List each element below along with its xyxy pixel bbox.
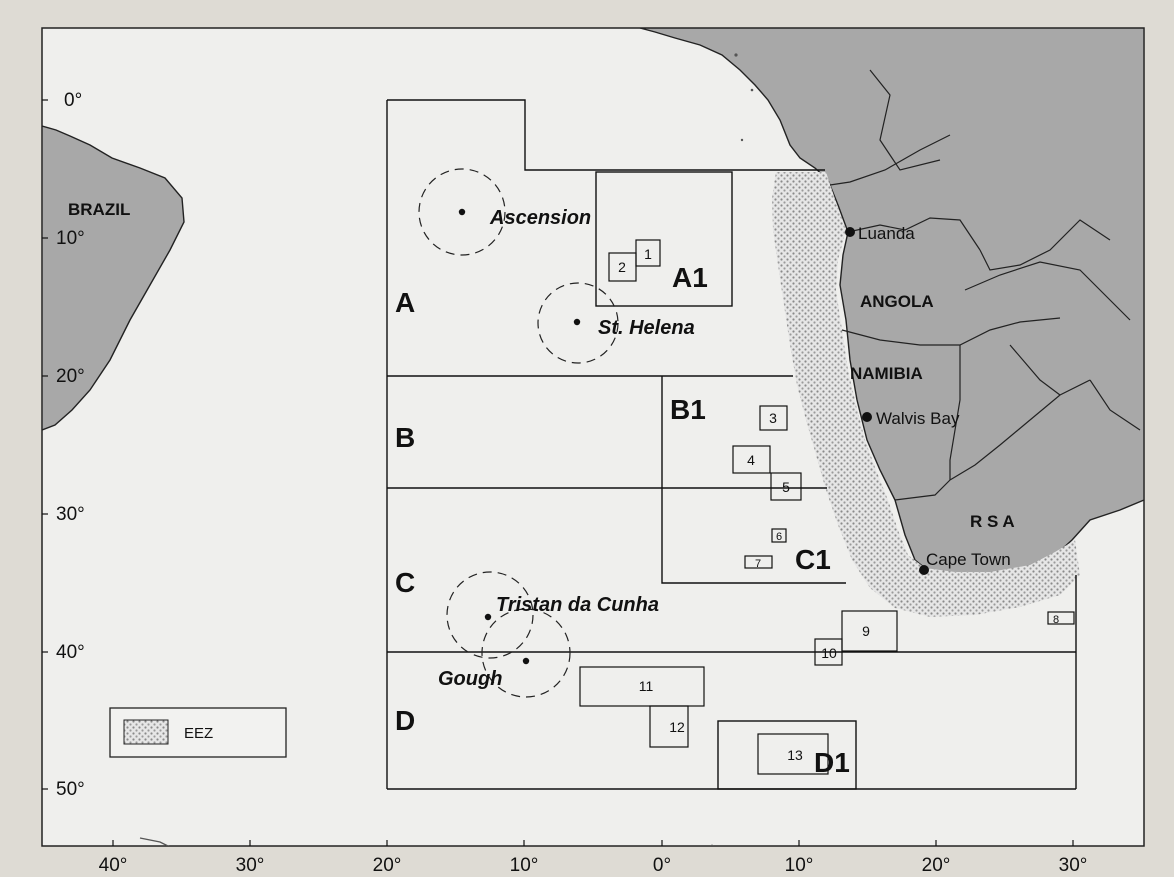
label-brazil: BRAZIL bbox=[68, 200, 130, 219]
country-borders bbox=[829, 69, 1141, 501]
box-label-4: 4 bbox=[747, 452, 755, 468]
lon-label-0: 0° bbox=[653, 855, 671, 876]
label-luanda: Luanda bbox=[858, 224, 915, 243]
area-label-c: C bbox=[395, 567, 415, 598]
area-label-c1: C1 bbox=[795, 544, 831, 575]
area-label-a: A bbox=[395, 287, 415, 318]
lon-label-30e: 30° bbox=[1059, 855, 1088, 876]
box-label-8: 8 bbox=[1053, 614, 1059, 626]
label-tristan-da-cunha: Tristan da Cunha bbox=[496, 594, 659, 616]
box-label-10: 10 bbox=[821, 645, 837, 661]
numbered-boxes bbox=[579, 239, 1075, 775]
label-angola: ANGOLA bbox=[860, 292, 934, 311]
label-st-helena: St. Helena bbox=[598, 317, 695, 339]
legend-eez-label: EEZ bbox=[184, 725, 213, 742]
label-namibia: NAMIBIA bbox=[850, 364, 923, 383]
legend: EEZ bbox=[109, 707, 287, 758]
lon-label-20e: 20° bbox=[922, 855, 951, 876]
box-label-6: 6 bbox=[776, 531, 782, 543]
lon-label-40w: 40° bbox=[99, 855, 128, 876]
label-ascension: Ascension bbox=[489, 207, 591, 229]
south-america-land bbox=[42, 125, 185, 431]
box-label-11: 11 bbox=[639, 678, 654, 694]
fishing-area-boundaries bbox=[386, 99, 1077, 790]
island-dots bbox=[458, 208, 581, 665]
area-label-a1: A1 bbox=[672, 262, 708, 293]
lat-label-30: 30° bbox=[56, 504, 85, 525]
label-walvis-bay: Walvis Bay bbox=[876, 409, 960, 428]
city-dots bbox=[845, 227, 929, 575]
area-label-d: D bbox=[395, 705, 415, 736]
box-label-1: 1 bbox=[644, 246, 652, 262]
area-label-d1: D1 bbox=[814, 747, 850, 778]
box-label-7: 7 bbox=[755, 558, 761, 570]
lat-label-10: 10° bbox=[56, 228, 85, 249]
box-label-9: 9 bbox=[862, 623, 870, 639]
lat-label-0: 0° bbox=[64, 90, 82, 111]
latitude-ticks bbox=[42, 99, 48, 790]
area-label-b: B bbox=[395, 422, 415, 453]
lon-label-20w: 20° bbox=[373, 855, 402, 876]
lon-label-10w: 10° bbox=[510, 855, 539, 876]
label-cape-town: Cape Town bbox=[926, 550, 1011, 569]
lon-label-10e: 10° bbox=[785, 855, 814, 876]
longitude-labels: 40° 30° 20° 10° 0° 10° 20° 30° bbox=[99, 855, 1088, 876]
eez-zone bbox=[772, 172, 1080, 617]
latitude-labels: 0° 10° 20° 30° 40° 50° bbox=[56, 90, 85, 800]
lat-label-40: 40° bbox=[56, 642, 85, 663]
box-label-12: 12 bbox=[669, 719, 685, 735]
lat-label-50: 50° bbox=[56, 779, 85, 800]
lat-label-20: 20° bbox=[56, 366, 85, 387]
box-label-13: 13 bbox=[787, 747, 803, 763]
small-islands bbox=[139, 53, 754, 846]
lon-label-30w: 30° bbox=[236, 855, 265, 876]
label-rsa: R S A bbox=[970, 512, 1015, 531]
box-label-2: 2 bbox=[618, 259, 626, 275]
label-gough: Gough bbox=[438, 668, 502, 690]
box-label-5: 5 bbox=[782, 479, 790, 495]
island-range-circles bbox=[418, 168, 619, 698]
legend-eez-swatch bbox=[123, 719, 169, 745]
longitude-ticks bbox=[112, 840, 1074, 846]
box-label-3: 3 bbox=[769, 410, 777, 426]
area-label-b1: B1 bbox=[670, 394, 706, 425]
